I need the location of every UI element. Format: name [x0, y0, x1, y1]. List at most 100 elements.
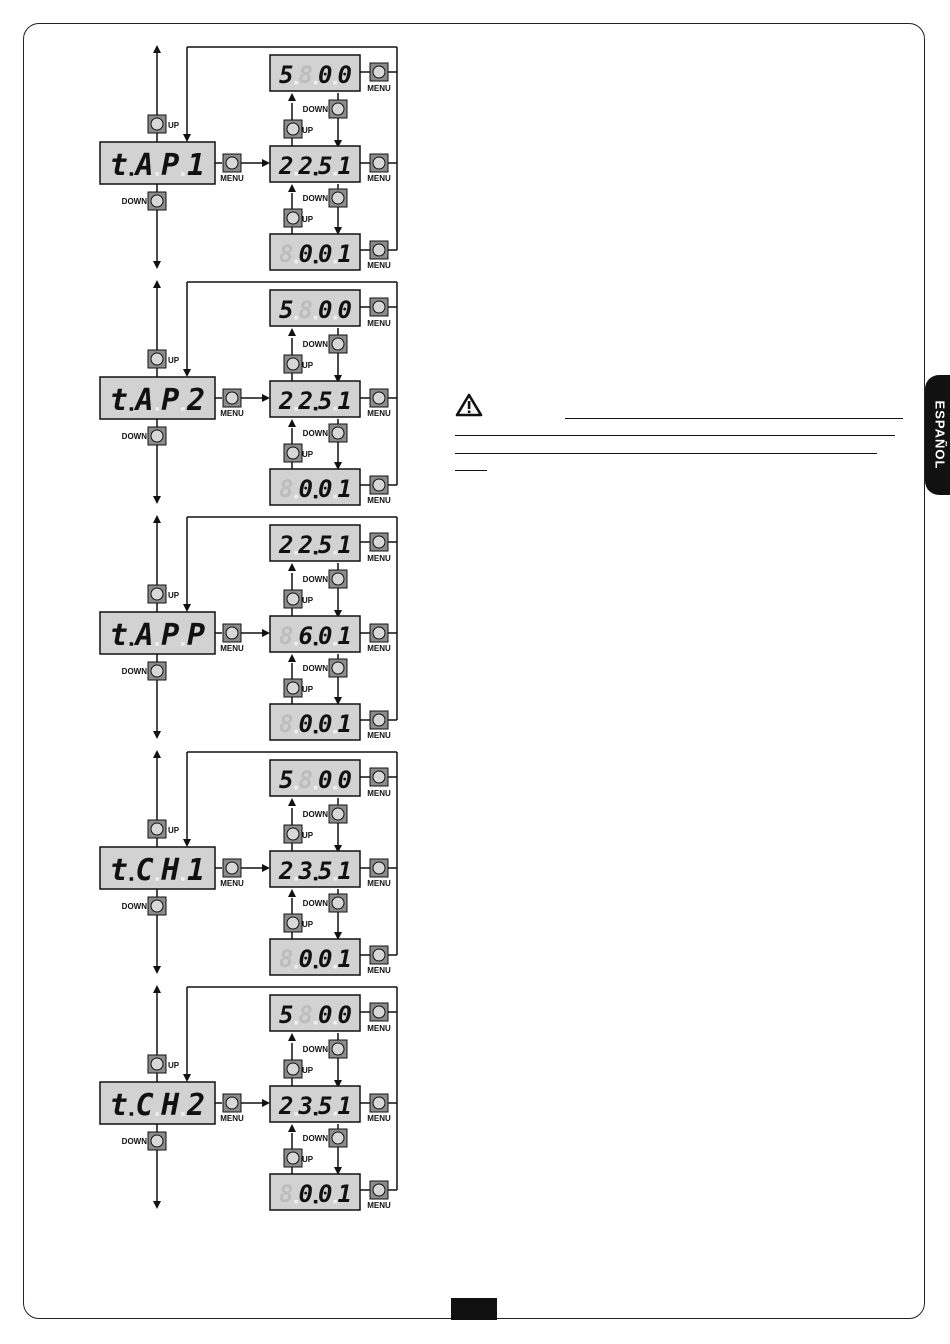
up-button[interactable]: UP [147, 819, 180, 839]
down-button[interactable]: DOWN [303, 1128, 348, 1148]
main-display: t.CH1tCH1 [99, 846, 216, 890]
menu-button[interactable]: MENU [367, 62, 391, 93]
menu-button[interactable]: MENU [367, 240, 391, 270]
up-button[interactable]: UP [147, 349, 180, 369]
menu-button[interactable]: MENU [220, 153, 244, 183]
up-button[interactable]: UP [283, 678, 314, 698]
down-button[interactable]: DOWN [303, 804, 348, 824]
button-label: UP [168, 1061, 180, 1070]
menu-button[interactable]: MENU [367, 858, 391, 888]
button-circle-icon [372, 1005, 386, 1019]
up-button[interactable]: UP [283, 443, 314, 463]
menu-button[interactable]: MENU [367, 1180, 391, 1210]
display-dot [294, 550, 298, 555]
button-circle-icon [372, 535, 386, 549]
display-digit: 8 [279, 622, 293, 650]
up-button[interactable]: UP [147, 1054, 180, 1074]
button-circle-icon [286, 827, 300, 841]
menu-button[interactable]: MENU [367, 945, 391, 975]
arrowhead-icon [153, 750, 161, 758]
up-button[interactable]: UP [283, 354, 314, 374]
up-button[interactable]: UP [147, 584, 180, 604]
display-dot [294, 494, 298, 499]
arrowhead-icon [334, 140, 342, 148]
menu-button[interactable]: MENU [367, 532, 391, 563]
down-button[interactable]: DOWN [303, 1039, 348, 1059]
button-circle-icon [331, 191, 345, 205]
arrowhead-icon [334, 227, 342, 235]
middle-display: 22.512251 [269, 145, 361, 183]
display-frame [269, 1173, 361, 1211]
button-label: UP [302, 596, 314, 605]
up-button[interactable]: UP [283, 208, 314, 228]
display-digit: 0 [318, 296, 332, 324]
display-dot [181, 172, 185, 176]
menu-button[interactable]: MENU [220, 623, 244, 653]
up-button[interactable]: UP [283, 913, 314, 933]
down-button[interactable]: DOWN [303, 334, 348, 354]
menu-button[interactable]: MENU [220, 1093, 244, 1123]
up-button[interactable]: UP [283, 119, 314, 139]
menu-button[interactable]: MENU [367, 153, 391, 183]
down-button[interactable]: DOWN [122, 896, 167, 916]
button-circle-icon [150, 194, 164, 208]
menu-button[interactable]: MENU [367, 623, 391, 653]
display-dot [294, 785, 298, 790]
arrowhead-icon [153, 985, 161, 993]
down-button[interactable]: DOWN [122, 661, 167, 681]
up-button[interactable]: UP [283, 1148, 314, 1168]
menu-button[interactable]: MENU [367, 297, 391, 328]
display-digit: 0 [318, 240, 332, 268]
text-underline [455, 470, 487, 471]
button-circle-icon [372, 478, 386, 492]
menu-button[interactable]: MENU [220, 858, 244, 888]
down-button[interactable]: DOWN [303, 99, 348, 119]
middle-display: _6.018601 [269, 615, 361, 653]
display-digit: 2 [278, 152, 293, 180]
arrowhead-icon [153, 261, 161, 269]
button-label: DOWN [303, 899, 329, 908]
down-button[interactable]: DOWN [122, 191, 167, 211]
menu-button[interactable]: MENU [367, 1093, 391, 1123]
up-button[interactable]: UP [283, 589, 314, 609]
menu-button[interactable]: MENU [367, 767, 391, 798]
button-circle-icon [372, 1096, 386, 1110]
down-button[interactable]: DOWN [303, 423, 348, 443]
up-button[interactable]: UP [283, 824, 314, 844]
arrowhead-icon [288, 93, 296, 101]
display-digit: H [160, 1088, 180, 1123]
display-dot [129, 1112, 134, 1116]
menu-button[interactable]: MENU [367, 388, 391, 418]
menu-button[interactable]: MENU [367, 710, 391, 740]
button-circle-icon [331, 102, 345, 116]
down-button[interactable]: DOWN [303, 893, 348, 913]
language-tab[interactable]: ESPAÑOL [925, 375, 950, 495]
menu-button[interactable]: MENU [220, 388, 244, 418]
down-button[interactable]: DOWN [303, 188, 348, 208]
display-dot [333, 1199, 337, 1204]
arrowhead-icon [334, 1167, 342, 1175]
menu-button[interactable]: MENU [367, 475, 391, 505]
menu-diagram-2: t.AP2tAP25_00580022.512251_0.018001UPDOW… [99, 280, 398, 506]
button-label: DOWN [122, 197, 148, 206]
up-button[interactable]: UP [283, 1059, 314, 1079]
button-label: UP [168, 591, 180, 600]
button-label: MENU [367, 84, 391, 93]
up-button[interactable]: UP [147, 114, 180, 134]
arrowhead-icon [183, 1074, 191, 1082]
down-button[interactable]: DOWN [122, 1131, 167, 1151]
display-digit: 5 [318, 1092, 332, 1120]
display-frame [269, 703, 361, 741]
button-label: DOWN [122, 1137, 148, 1146]
menu-button[interactable]: MENU [367, 1002, 391, 1033]
down-button[interactable]: DOWN [122, 426, 167, 446]
down-button[interactable]: DOWN [303, 569, 348, 589]
menu-diagram-5: t.CH2tCH25_00580023.512351_0.018001UPDOW… [99, 985, 398, 1211]
button-circle-icon [372, 948, 386, 962]
display-dot [294, 964, 298, 969]
display-digit: 1 [187, 853, 205, 888]
button-label: DOWN [122, 432, 148, 441]
down-button[interactable]: DOWN [303, 658, 348, 678]
